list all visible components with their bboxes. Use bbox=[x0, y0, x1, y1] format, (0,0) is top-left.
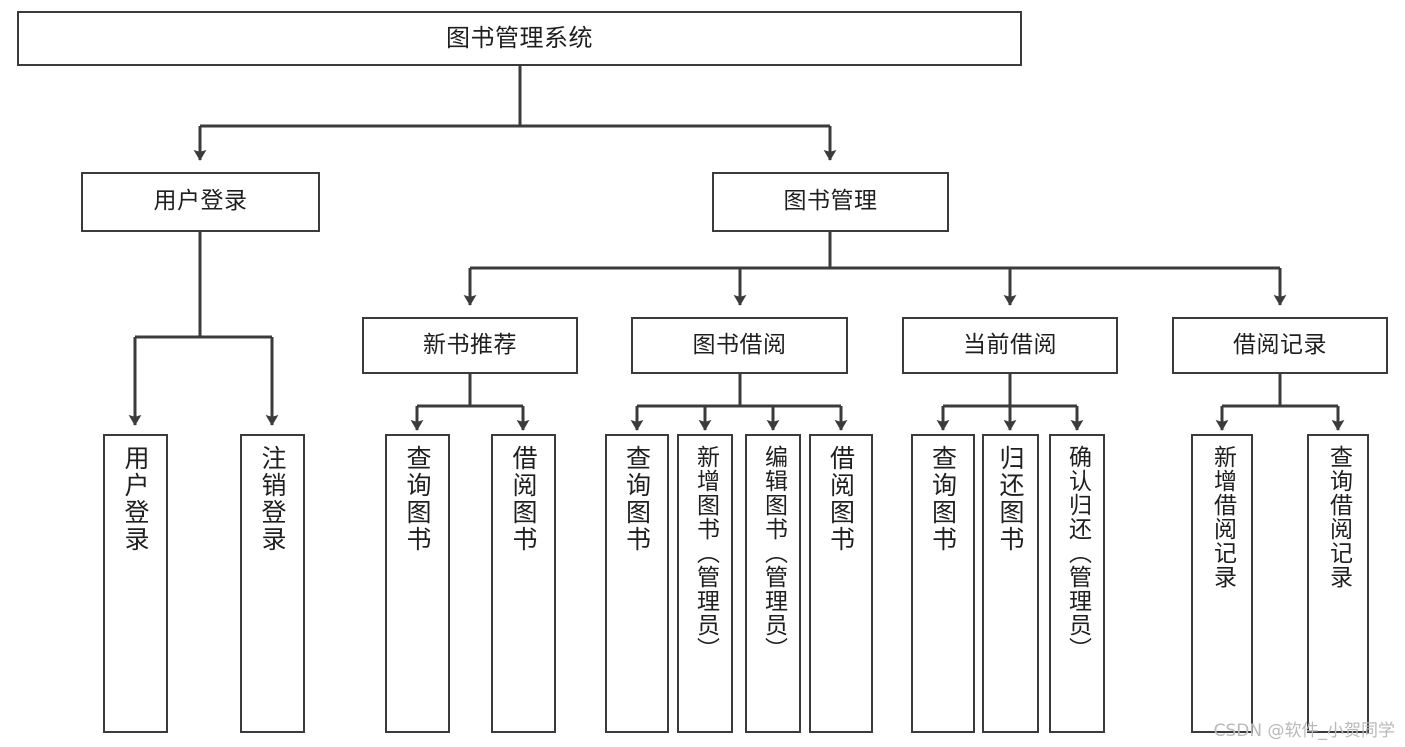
node-label: 查询图书 bbox=[403, 445, 432, 553]
node-new-book-recommend[interactable]: 新书推荐 bbox=[362, 317, 578, 374]
node-label: 用户登录 bbox=[153, 188, 248, 215]
node-label: 归还图书 bbox=[996, 445, 1025, 553]
node-root-system[interactable]: 图书管理系统 bbox=[17, 11, 1022, 66]
node-label: 新增图书（管理员） bbox=[692, 445, 719, 661]
node-leaf-return-book[interactable]: 归还图书 bbox=[982, 434, 1039, 733]
node-borrow-record[interactable]: 借阅记录 bbox=[1172, 317, 1388, 374]
node-label: 借阅图书 bbox=[826, 445, 856, 553]
watermark-csdn: CSDN @软件_小贺同学 bbox=[1213, 721, 1395, 741]
node-label: 新书推荐 bbox=[423, 331, 517, 358]
node-leaf-query-record[interactable]: 查询借阅记录 bbox=[1307, 434, 1369, 733]
node-label: 注销登录 bbox=[258, 445, 287, 553]
node-label: 借阅记录 bbox=[1233, 331, 1327, 358]
node-label: 新增借阅记录 bbox=[1209, 445, 1236, 589]
node-label: 查询借阅记录 bbox=[1325, 445, 1352, 589]
node-label: 图书管理 bbox=[783, 188, 878, 215]
node-leaf-query-book-2[interactable]: 查询图书 bbox=[605, 434, 669, 733]
node-leaf-borrow-book-2[interactable]: 借阅图书 bbox=[809, 434, 873, 733]
node-leaf-add-book[interactable]: 新增图书（管理员） bbox=[677, 434, 733, 733]
node-leaf-user-login[interactable]: 用户登录 bbox=[103, 434, 168, 733]
node-leaf-query-book-3[interactable]: 查询图书 bbox=[911, 434, 975, 733]
node-book-management[interactable]: 图书管理 bbox=[712, 172, 949, 232]
node-label: 图书借阅 bbox=[692, 331, 787, 358]
node-leaf-logout[interactable]: 注销登录 bbox=[240, 434, 305, 733]
node-leaf-borrow-book-1[interactable]: 借阅图书 bbox=[491, 434, 556, 733]
node-book-borrow[interactable]: 图书借阅 bbox=[631, 317, 848, 374]
node-label: 编辑图书（管理员） bbox=[760, 445, 787, 661]
node-label: 查询图书 bbox=[928, 445, 958, 553]
node-label: 确认归还（管理员） bbox=[1064, 445, 1091, 661]
node-label: 图书管理系统 bbox=[446, 24, 593, 53]
node-label: 当前借阅 bbox=[963, 331, 1057, 358]
node-user-login[interactable]: 用户登录 bbox=[81, 172, 320, 232]
node-current-borrow[interactable]: 当前借阅 bbox=[902, 317, 1118, 374]
node-label: 借阅图书 bbox=[509, 445, 538, 553]
node-leaf-confirm-return[interactable]: 确认归还（管理员） bbox=[1049, 434, 1105, 733]
node-label: 用户登录 bbox=[121, 445, 150, 553]
node-leaf-edit-book[interactable]: 编辑图书（管理员） bbox=[745, 434, 801, 733]
node-leaf-query-book-1[interactable]: 查询图书 bbox=[385, 434, 450, 733]
node-label: 查询图书 bbox=[622, 445, 652, 553]
node-leaf-add-record[interactable]: 新增借阅记录 bbox=[1191, 434, 1253, 733]
